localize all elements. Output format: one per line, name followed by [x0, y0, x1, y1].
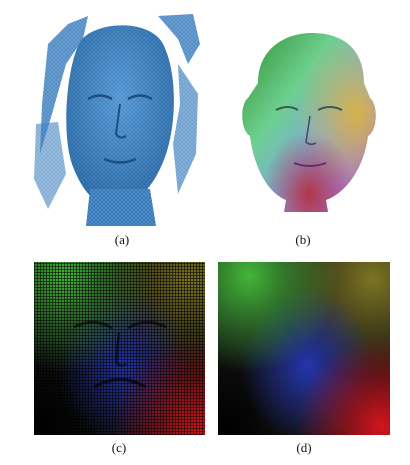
uv-mesh-grid	[34, 262, 205, 435]
unwrapped-face-features	[73, 320, 167, 389]
panel-a-raw-scan	[28, 4, 203, 226]
panel-b-fitted-model	[236, 28, 382, 212]
caption-b: (b)	[295, 232, 311, 247]
caption-d: (d)	[296, 440, 312, 455]
caption-c: (c)	[111, 440, 127, 455]
uv-color-map-smooth	[218, 262, 390, 435]
raw-scan-face-mesh	[34, 14, 200, 226]
panel-d-smooth-uv-map	[218, 262, 390, 435]
caption-a: (a)	[114, 232, 130, 247]
panel-c-uv-texture-grid	[34, 262, 205, 435]
fitted-face-model	[242, 33, 376, 212]
